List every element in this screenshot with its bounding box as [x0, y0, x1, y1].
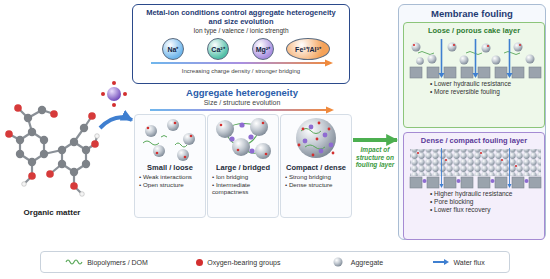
ion-circle: Ca²⁺ — [207, 38, 229, 60]
box-text: • Open structure — [135, 181, 205, 189]
box-text: • Ion bridging — [208, 173, 278, 181]
box-text: • More reversible fouling — [404, 88, 544, 96]
box-text: • Intermediate compactness — [208, 181, 278, 196]
box-text: • Lower flux recovery — [404, 206, 544, 214]
metal-ion-box: Metal-ion conditions control aggregate h… — [132, 4, 350, 84]
box-text: • Pore blocking — [404, 198, 544, 206]
connector-arrow — [100, 117, 132, 128]
connector-arrow — [353, 138, 397, 142]
fouling-panel: Dense / compact fouling layer • Higher hy… — [403, 132, 545, 240]
box-text: • Lower hydraulic resistance — [404, 80, 544, 88]
metal-ion-sphere — [101, 81, 127, 107]
legend-swatch — [196, 259, 203, 266]
box-title: Ca²⁺ — [211, 45, 224, 54]
box-title: Compact / dense — [281, 163, 351, 173]
legend-item: Aggregate — [329, 257, 383, 267]
box-title: Small / loose — [135, 163, 205, 173]
box-title: Metal-ion conditions control aggregate h… — [133, 8, 349, 26]
aggregate-panel: Small / loose• Weak interactions• Open s… — [134, 114, 206, 218]
ion-circle: Na⁺ — [162, 38, 184, 60]
membrane-fouling-box: Membrane fouling Loose / porous cake lay… — [398, 4, 546, 240]
box-text: Ion type / valence / ionic strength — [133, 26, 349, 35]
legend-sample — [329, 257, 347, 267]
ion-circle: Fe³⁺/Al³⁺ — [286, 38, 330, 60]
fouling-panel: Loose / porous cake layer • Lower hydraul… — [403, 22, 545, 128]
box-title: Fe³⁺/Al³⁺ — [295, 45, 321, 54]
box-text: Increasing charge density / stronger bri… — [133, 67, 349, 75]
box-title: Membrane fouling — [399, 8, 545, 19]
box-title: Dense / compact fouling layer — [404, 136, 544, 146]
box-title: Na⁺ — [168, 45, 179, 54]
edge-label: Impact of structure on fouling layer — [354, 146, 396, 169]
legend-box: Biopolymers / DOM Oxygen-bearing groups Ag… — [40, 251, 510, 273]
legend-text: Biopolymers / DOM — [87, 259, 148, 266]
box-title: Mg²⁺ — [256, 45, 270, 54]
box-text: • Weak interactions — [135, 173, 205, 181]
ion-circle: Mg²⁺ — [252, 38, 274, 60]
organic-matter-node: Organic matter — [4, 100, 100, 230]
box-title: Large / bridged — [208, 163, 278, 173]
legend-item: Biopolymers / DOM — [65, 257, 148, 267]
box-text: • Dense structure — [281, 181, 351, 189]
box-text: • Higher hydraulic resistance — [404, 190, 544, 198]
legend-text: Water flux — [454, 259, 485, 266]
legend-sample — [65, 257, 83, 267]
legend-sample — [432, 257, 450, 267]
box-text: • Strong bridging — [281, 173, 351, 181]
aggregate-group: Aggregate heterogeneitySize / structure … — [132, 86, 352, 218]
dense-fouling-membrane — [404, 133, 544, 239]
box-text: Size / structure evolution — [132, 98, 352, 107]
aggregate-panel: Large / bridged• Ion bridging• Intermedi… — [207, 114, 279, 218]
legend-item: Oxygen-bearing groups — [196, 259, 280, 266]
aggregate-panel: Compact / dense• Strong bridging• Dense … — [280, 114, 352, 218]
box-title: Aggregate heterogeneity — [132, 87, 352, 98]
legend-text: Oxygen-bearing groups — [207, 259, 280, 266]
box-title: Organic matter — [4, 208, 100, 218]
loose-cake-membrane — [404, 23, 544, 127]
legend-item: Water flux — [432, 257, 485, 267]
legend-text: Aggregate — [351, 259, 383, 266]
box-title: Loose / porous cake layer — [404, 26, 544, 36]
